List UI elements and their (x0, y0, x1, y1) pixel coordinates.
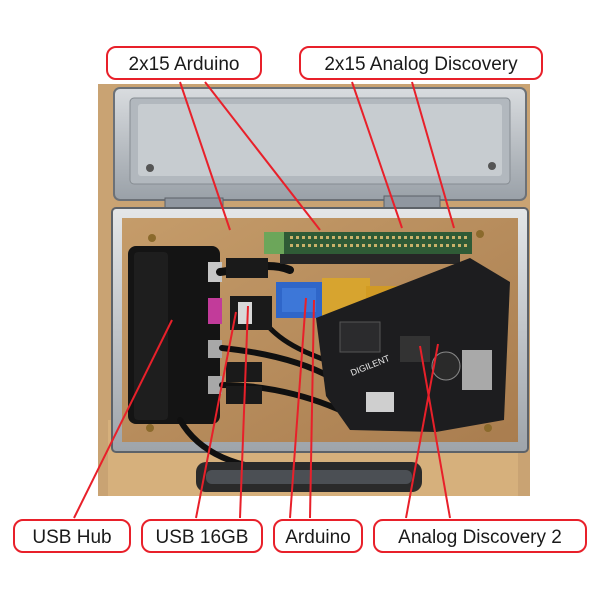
case-lid (113, 87, 527, 201)
header-pin (458, 236, 461, 239)
header-pin (368, 244, 371, 247)
usb-hub-device (128, 246, 222, 424)
header-pin (410, 236, 413, 239)
header-pin (446, 236, 449, 239)
header-pin (326, 236, 329, 239)
header-pin (404, 236, 407, 239)
header-pin (428, 236, 431, 239)
header-pin (434, 236, 437, 239)
header-strip (264, 232, 472, 254)
header-pin (356, 244, 359, 247)
lid-screw-icon (488, 162, 496, 170)
header-pin (458, 244, 461, 247)
header-pin (296, 236, 299, 239)
header-pin (350, 236, 353, 239)
header-pin (452, 236, 455, 239)
header-pin (320, 244, 323, 247)
pin-header (280, 254, 460, 264)
header-pin (416, 236, 419, 239)
header-pin (344, 236, 347, 239)
header-pin (320, 236, 323, 239)
header-pin (380, 236, 383, 239)
header-pin (332, 236, 335, 239)
header-pin (338, 236, 341, 239)
header-pin (446, 244, 449, 247)
header-pin (302, 244, 305, 247)
header-pin (440, 236, 443, 239)
header-pin (326, 244, 329, 247)
header-pin (308, 244, 311, 247)
callout-usb-hub: USB Hub (13, 519, 131, 553)
header-pin (314, 244, 317, 247)
header-pin (434, 244, 437, 247)
header-pin (392, 236, 395, 239)
header-pin (386, 236, 389, 239)
header-pin (350, 244, 353, 247)
header-pin (374, 236, 377, 239)
header-pin (392, 244, 395, 247)
header-pin (386, 244, 389, 247)
analog-discovery-board: DIGILENT (316, 258, 510, 432)
header-pin (314, 236, 317, 239)
case-handle (196, 462, 422, 492)
header-pin (362, 236, 365, 239)
header-pin (296, 244, 299, 247)
header-pin (416, 244, 419, 247)
lid-screw-icon (146, 164, 154, 172)
header-pin (332, 244, 335, 247)
callout-usb-16gb: USB 16GB (141, 519, 263, 553)
header-pin (362, 244, 365, 247)
header-pin (380, 244, 383, 247)
callout-analog-header: 2x15 Analog Discovery (299, 46, 543, 80)
header-pin (422, 244, 425, 247)
callout-analog-discovery-2: Analog Discovery 2 (373, 519, 587, 553)
header-pin (422, 236, 425, 239)
header-pin (344, 244, 347, 247)
header-pin (440, 244, 443, 247)
callout-arduino: Arduino (273, 519, 363, 553)
header-pin (290, 236, 293, 239)
header-pin (464, 244, 467, 247)
header-pin (452, 244, 455, 247)
callout-leaders (73, 81, 455, 519)
arduino-board (276, 282, 322, 318)
header-pin (290, 244, 293, 247)
header-pin (374, 244, 377, 247)
header-pin (398, 244, 401, 247)
header-pin (308, 236, 311, 239)
header-pin (398, 236, 401, 239)
header-pin (464, 236, 467, 239)
header-pin (404, 244, 407, 247)
header-pin (368, 236, 371, 239)
callout-arduino-header: 2x15 Arduino (106, 46, 262, 80)
header-pin (356, 236, 359, 239)
header-pin (428, 244, 431, 247)
usb-plug (226, 258, 268, 404)
header-pin (410, 244, 413, 247)
header-pin (338, 244, 341, 247)
header-pin (302, 236, 305, 239)
